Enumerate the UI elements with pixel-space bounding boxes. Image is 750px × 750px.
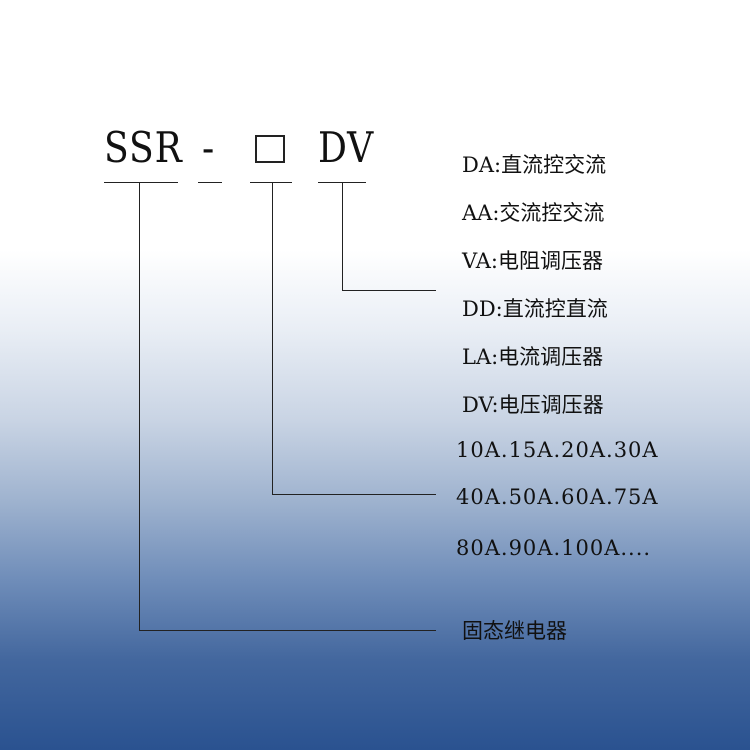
option-la: LA:电流调压器 [462, 345, 604, 369]
option-dv: DV:电压调压器 [462, 393, 604, 417]
current-row-2: 40A.50A.60A.75A [456, 485, 659, 509]
connector-suffix-vertical [342, 182, 343, 290]
underline-dash [198, 182, 222, 183]
connector-current-vertical [272, 182, 273, 494]
connector-current-horizontal [272, 494, 436, 495]
option-va: VA:电阻调压器 [462, 249, 603, 273]
underline-box [250, 182, 292, 183]
current-row-1: 10A.15A.20A.30A [456, 438, 659, 462]
model-suffix: DV [318, 123, 375, 172]
model-prefix: SSR [104, 123, 183, 172]
option-da: DA:直流控交流 [462, 153, 607, 177]
connector-prefix-vertical [139, 182, 140, 630]
prefix-meaning: 固态继电器 [462, 619, 567, 643]
connector-prefix-horizontal [139, 630, 436, 631]
connector-suffix-horizontal [342, 290, 436, 291]
option-aa: AA:交流控交流 [462, 201, 605, 225]
current-placeholder-box [255, 135, 285, 163]
current-row-3: 80A.90A.100A.... [456, 536, 652, 560]
model-dash: - [202, 123, 216, 172]
option-dd: DD:直流控直流 [462, 297, 608, 321]
underline-prefix [104, 182, 178, 183]
